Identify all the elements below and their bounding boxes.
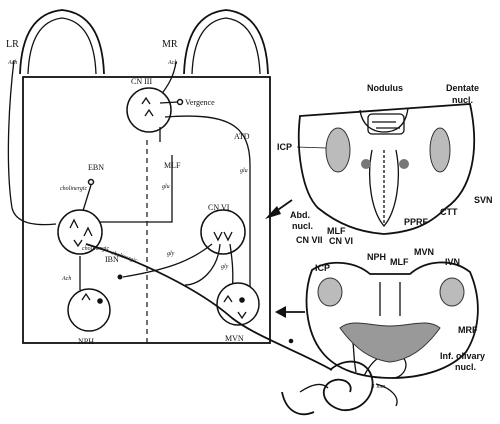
ebn-terminal [87,178,95,186]
scale-label: 1 mm [372,384,386,390]
svn-label: SVN [474,195,493,205]
atd-label: ATD [234,132,250,141]
left-eye [19,9,105,75]
mvn-lower-label: MVN [414,247,434,257]
vergence-terminal [176,98,184,106]
cn3-label: CN III [131,77,152,86]
mvn-dendrite-2 [237,311,247,320]
mlf-tract [94,155,173,223]
nph-nucleus [67,288,111,332]
lateral-rectus-label: LR [6,39,19,50]
dentate-label-2: nucl. [452,95,473,105]
mvn-neuron [239,297,245,303]
ctt-label: CTT [440,207,458,217]
nph-label: NPH [78,337,94,346]
cn6-dendrite-2 [223,231,233,242]
ibn-axon [122,243,213,278]
icp-upper-label: ICP [277,142,292,152]
abducens-nucleus [57,209,103,255]
icp-upper-shape [325,127,351,173]
right-eye [183,9,269,75]
upper-mlf-label: MLF [327,226,346,236]
scarpa-ganglion [288,338,294,344]
abducens-dendrite-3 [73,239,83,248]
dentate-label: Dentate [446,83,479,93]
upper-section [297,103,476,235]
inf-olivary-label: Inf. olivary [440,351,485,361]
nph-ach-label: Ach [61,276,71,282]
icp-lower-label: ICP [315,263,330,273]
ebn-axon [81,184,92,215]
ivn-lower-label: IVN [445,257,460,267]
atd-glu-label: glu [240,168,248,174]
vergence-label: Vergence [185,98,215,107]
vergence-input [159,101,179,104]
dentate-shape [429,127,451,173]
cn3-dendrite-2 [144,108,154,117]
mrf-label: MRF [458,325,478,335]
mlf-glu-label: glu [162,184,170,190]
olivary-shape [339,322,441,363]
lower-section [305,261,479,379]
mvn-dendrite [223,294,233,303]
gly1-label: gly [167,251,175,257]
abducens-chol-label: cholinergic [82,246,109,252]
icp-lower-shape [317,277,343,307]
abducens-dendrite [69,218,79,229]
arrow-to-upper-section [265,199,293,219]
lr-transmitter-label: Ach [7,60,17,66]
ibn-label: IBN [105,255,119,264]
ebn-label: EBN [88,163,104,172]
nph-neuron [97,298,103,304]
cn6-label: CN VI [208,203,230,212]
mr-transmitter-label: Ach [167,60,177,66]
vestibular-projection [85,243,333,371]
cn6-dendrite [213,231,223,242]
nodulus-label: Nodulus [367,83,403,93]
upper-cn7-label: CN VII [296,235,323,245]
ebn-chol-label: cholinergic [60,186,87,192]
icp-upper-leader [296,146,327,149]
inf-olivary-label-2: nucl. [455,362,476,372]
mlf-lower-label: MLF [390,257,409,267]
ibn-neuron [117,274,123,280]
cn6-nucleus [200,209,246,255]
mvn-nucleus [216,282,260,326]
ivn-shape [439,277,465,307]
cn3-dendrite [141,96,151,105]
nph-dendrite [81,292,91,301]
arrow-to-lower-section [275,306,305,318]
nph-lower-label: NPH [367,252,386,262]
atd-tract [164,115,251,300]
upper-cn6-label: CN VI [329,236,353,246]
lr-nerve [7,59,57,226]
abd-label: Abd. [290,210,310,220]
abd-label-2: nucl. [292,221,313,231]
inner-ear [281,323,407,416]
medial-rectus-label: MR [162,39,178,50]
mlf-label: MLF [164,161,181,170]
gly2-label: gly [221,264,229,270]
abducens-dendrite-2 [83,226,93,237]
cn6-axon-down [184,243,221,286]
mvn-label: MVN [225,334,244,343]
mr-nerve [159,61,177,97]
pprf-label: PPRF [404,217,429,227]
